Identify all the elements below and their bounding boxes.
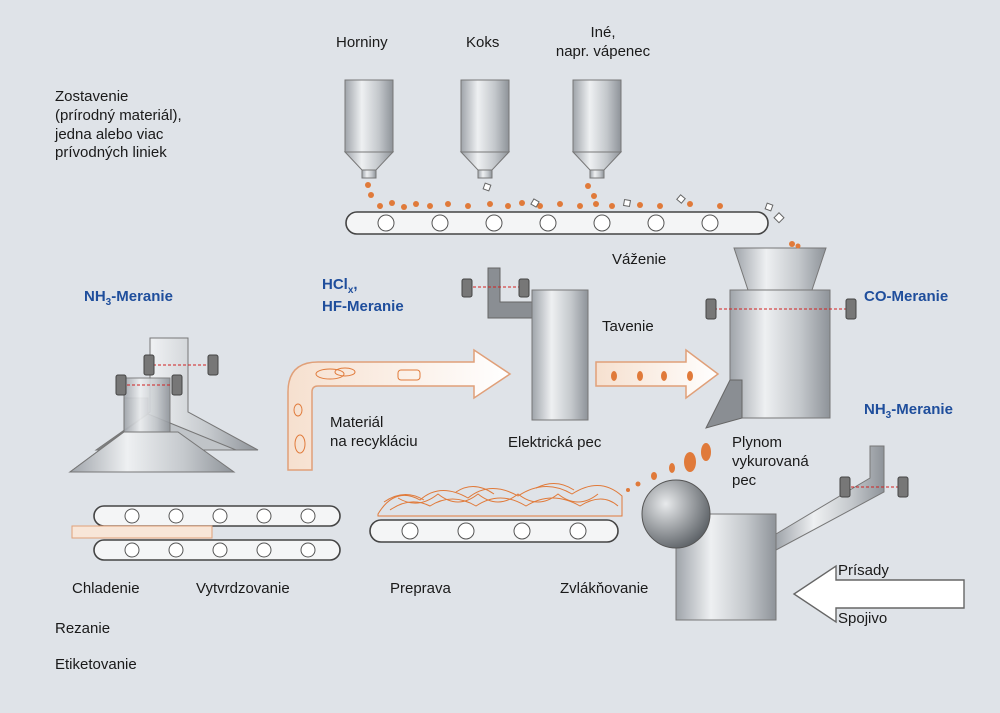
recycle-line-1: Materiál — [330, 414, 384, 431]
nh3-left-suffix: -Meranie — [111, 288, 173, 305]
nh3-left-prefix: NH — [84, 288, 106, 305]
recycle-label: Materiál na recykláciu — [330, 414, 418, 452]
recycle-arrow — [287, 348, 512, 471]
nh3-measurement-left: NH3-Meranie — [84, 288, 173, 310]
electric-furnace — [461, 267, 589, 421]
fiberizing-machine — [641, 445, 909, 621]
hopper-rock — [343, 79, 395, 179]
cutting-label: Rezanie — [55, 620, 111, 637]
binder-2-label: Spojivo — [838, 610, 888, 627]
hcl-suffix: , — [353, 276, 358, 293]
nh3-left-sub: 3 — [105, 297, 112, 308]
gas-fired-furnace — [705, 247, 857, 429]
nh3-right-suffix: -Meranie — [891, 401, 953, 418]
transport-conveyor — [369, 483, 623, 543]
composition-label: Zostavenie (prírodný materiál), jedna al… — [55, 88, 182, 163]
composition-line-4: prívodných liniek — [55, 144, 167, 162]
nh3-right-sub: 3 — [885, 410, 892, 421]
melt-stream — [626, 443, 711, 492]
hopper-other-label: Iné, napr. vápenec — [538, 24, 668, 62]
raw-material-pieces — [365, 182, 723, 210]
weighing-label: Váženie — [612, 251, 667, 268]
composition-line-3: jedna alebo viac — [55, 125, 164, 143]
fiberizing-label: Zvlákňovanie — [560, 580, 649, 597]
gas-furnace-line-1: Plynom — [732, 434, 783, 451]
hopper-other — [571, 79, 623, 179]
curing-label: Vytvrdzovanie — [196, 580, 290, 597]
cooling-label: Chladenie — [72, 580, 140, 597]
labeling-label: Etiketovanie — [55, 656, 137, 673]
melting-arrow — [595, 348, 720, 400]
gas-furnace-line-3: pec — [732, 471, 757, 489]
hopper-other-line-1: Iné, — [590, 24, 616, 41]
binder-arrow — [792, 564, 965, 624]
hcl-sub: x — [347, 285, 354, 296]
transport-label: Preprava — [390, 580, 451, 597]
nh3-measurement-right: NH3-Meranie — [864, 401, 953, 423]
composition-line-1: Zostavenie — [55, 88, 129, 105]
cooling-curing-conveyors — [71, 505, 341, 561]
co-measurement: CO-Meranie — [864, 288, 949, 305]
gas-furnace-label: Plynom vykurovaná pec — [732, 434, 809, 490]
curing-oven — [68, 337, 259, 473]
hopper-rock-label: Horniny — [336, 34, 388, 51]
hcl-hf-measurement: HClx, HF-Meranie — [322, 276, 404, 316]
electric-furnace-label: Elektrická pec — [508, 434, 602, 451]
hopper-coke-label: Koks — [466, 34, 500, 51]
binders-label: Prísady — [838, 562, 889, 579]
hf-line: HF-Meranie — [322, 297, 404, 315]
hopper-other-line-2: napr. vápenec — [555, 42, 651, 60]
composition-line-2: (prírodný materiál), — [55, 106, 182, 124]
nh3-right-prefix: NH — [864, 401, 886, 418]
gas-furnace-line-2: vykurovaná — [732, 452, 809, 470]
hopper-coke — [459, 79, 511, 179]
melting-label: Tavenie — [602, 318, 654, 335]
hcl-line: HClx, — [322, 276, 404, 298]
recycle-line-2: na recykláciu — [330, 432, 418, 450]
weighing-conveyor — [345, 211, 769, 235]
hcl-prefix: HCl — [322, 276, 348, 293]
